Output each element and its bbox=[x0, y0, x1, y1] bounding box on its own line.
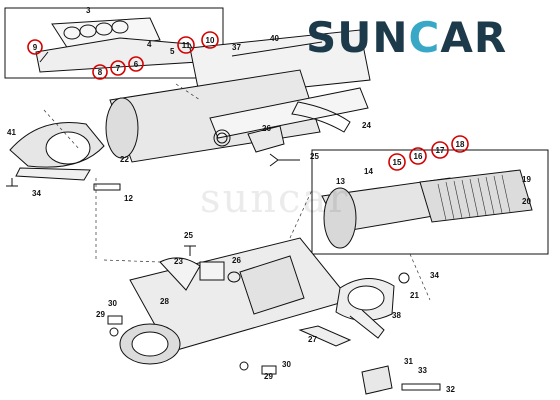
label-10: 10 bbox=[206, 36, 215, 45]
label-24: 24 bbox=[362, 121, 371, 130]
label-15: 15 bbox=[393, 158, 402, 167]
brand-logo: SUNCAR bbox=[306, 10, 556, 66]
label-30: 30 bbox=[108, 299, 117, 308]
label-34b: 34 bbox=[430, 271, 439, 280]
label-12: 12 bbox=[124, 194, 133, 203]
label-38: 38 bbox=[392, 311, 401, 320]
label-29b: 29 bbox=[264, 372, 273, 381]
label-26: 26 bbox=[262, 124, 271, 133]
label-16: 16 bbox=[414, 152, 423, 161]
label-33: 33 bbox=[418, 366, 427, 375]
label-14: 14 bbox=[364, 167, 373, 176]
label-29: 29 bbox=[96, 310, 105, 319]
label-30b: 30 bbox=[282, 360, 291, 369]
brand-text-c: C bbox=[408, 13, 441, 62]
label-17: 17 bbox=[436, 146, 445, 155]
label-34: 34 bbox=[32, 189, 41, 198]
label-21: 21 bbox=[410, 291, 419, 300]
label-23: 23 bbox=[174, 257, 183, 266]
label-31: 31 bbox=[404, 357, 413, 366]
label-32: 32 bbox=[446, 385, 455, 394]
label-26b: 26 bbox=[232, 256, 241, 265]
clamp-block bbox=[361, 365, 393, 395]
label-8: 8 bbox=[98, 68, 103, 77]
watermark-text: suncar bbox=[200, 176, 350, 222]
label-3: 3 bbox=[86, 6, 91, 15]
label-25b: 25 bbox=[184, 231, 193, 240]
brand-text-ar: AR bbox=[440, 13, 508, 62]
brand-text-sun: SUN bbox=[306, 13, 409, 62]
label-18: 18 bbox=[456, 140, 465, 149]
label-28: 28 bbox=[160, 297, 169, 306]
label-4: 4 bbox=[147, 40, 152, 49]
label-19: 19 bbox=[522, 175, 531, 184]
label-22: 22 bbox=[120, 155, 129, 164]
label-11: 11 bbox=[182, 41, 191, 50]
label-40: 40 bbox=[270, 34, 279, 43]
label-13: 13 bbox=[336, 177, 345, 186]
label-5: 5 bbox=[170, 47, 175, 56]
label-6: 6 bbox=[134, 60, 139, 69]
piston-rod-lower bbox=[209, 87, 369, 139]
label-25: 25 bbox=[310, 152, 319, 161]
label-20: 20 bbox=[522, 197, 531, 206]
label-9: 9 bbox=[33, 43, 38, 52]
label-7: 7 bbox=[116, 64, 121, 73]
label-27: 27 bbox=[308, 335, 317, 344]
label-37: 37 bbox=[232, 43, 241, 52]
valve-block bbox=[247, 125, 285, 153]
label-41: 41 bbox=[7, 128, 16, 137]
